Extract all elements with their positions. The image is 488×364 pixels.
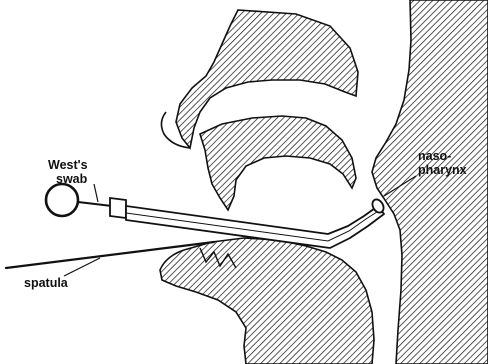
swab-label: West's swab xyxy=(48,158,88,186)
swab-label-line2: swab xyxy=(48,172,88,186)
swab-ring-handle xyxy=(46,184,78,216)
spatula-label: spatula xyxy=(24,276,68,290)
swab-wire xyxy=(78,202,112,206)
swab-collar xyxy=(110,198,126,218)
nasopharynx-label-line2: pharynx xyxy=(418,163,467,177)
spatula-label-text: spatula xyxy=(24,276,68,290)
posterior-pharyngeal-wall xyxy=(372,0,488,364)
nasopharynx-label: naso- pharynx xyxy=(418,149,467,177)
nasopharynx-label-line1: naso- xyxy=(418,149,467,163)
tongue-and-jaw xyxy=(160,238,374,364)
palate xyxy=(200,116,356,210)
swab-leader-line xyxy=(94,184,98,202)
swab-label-line1: West's xyxy=(48,158,88,172)
